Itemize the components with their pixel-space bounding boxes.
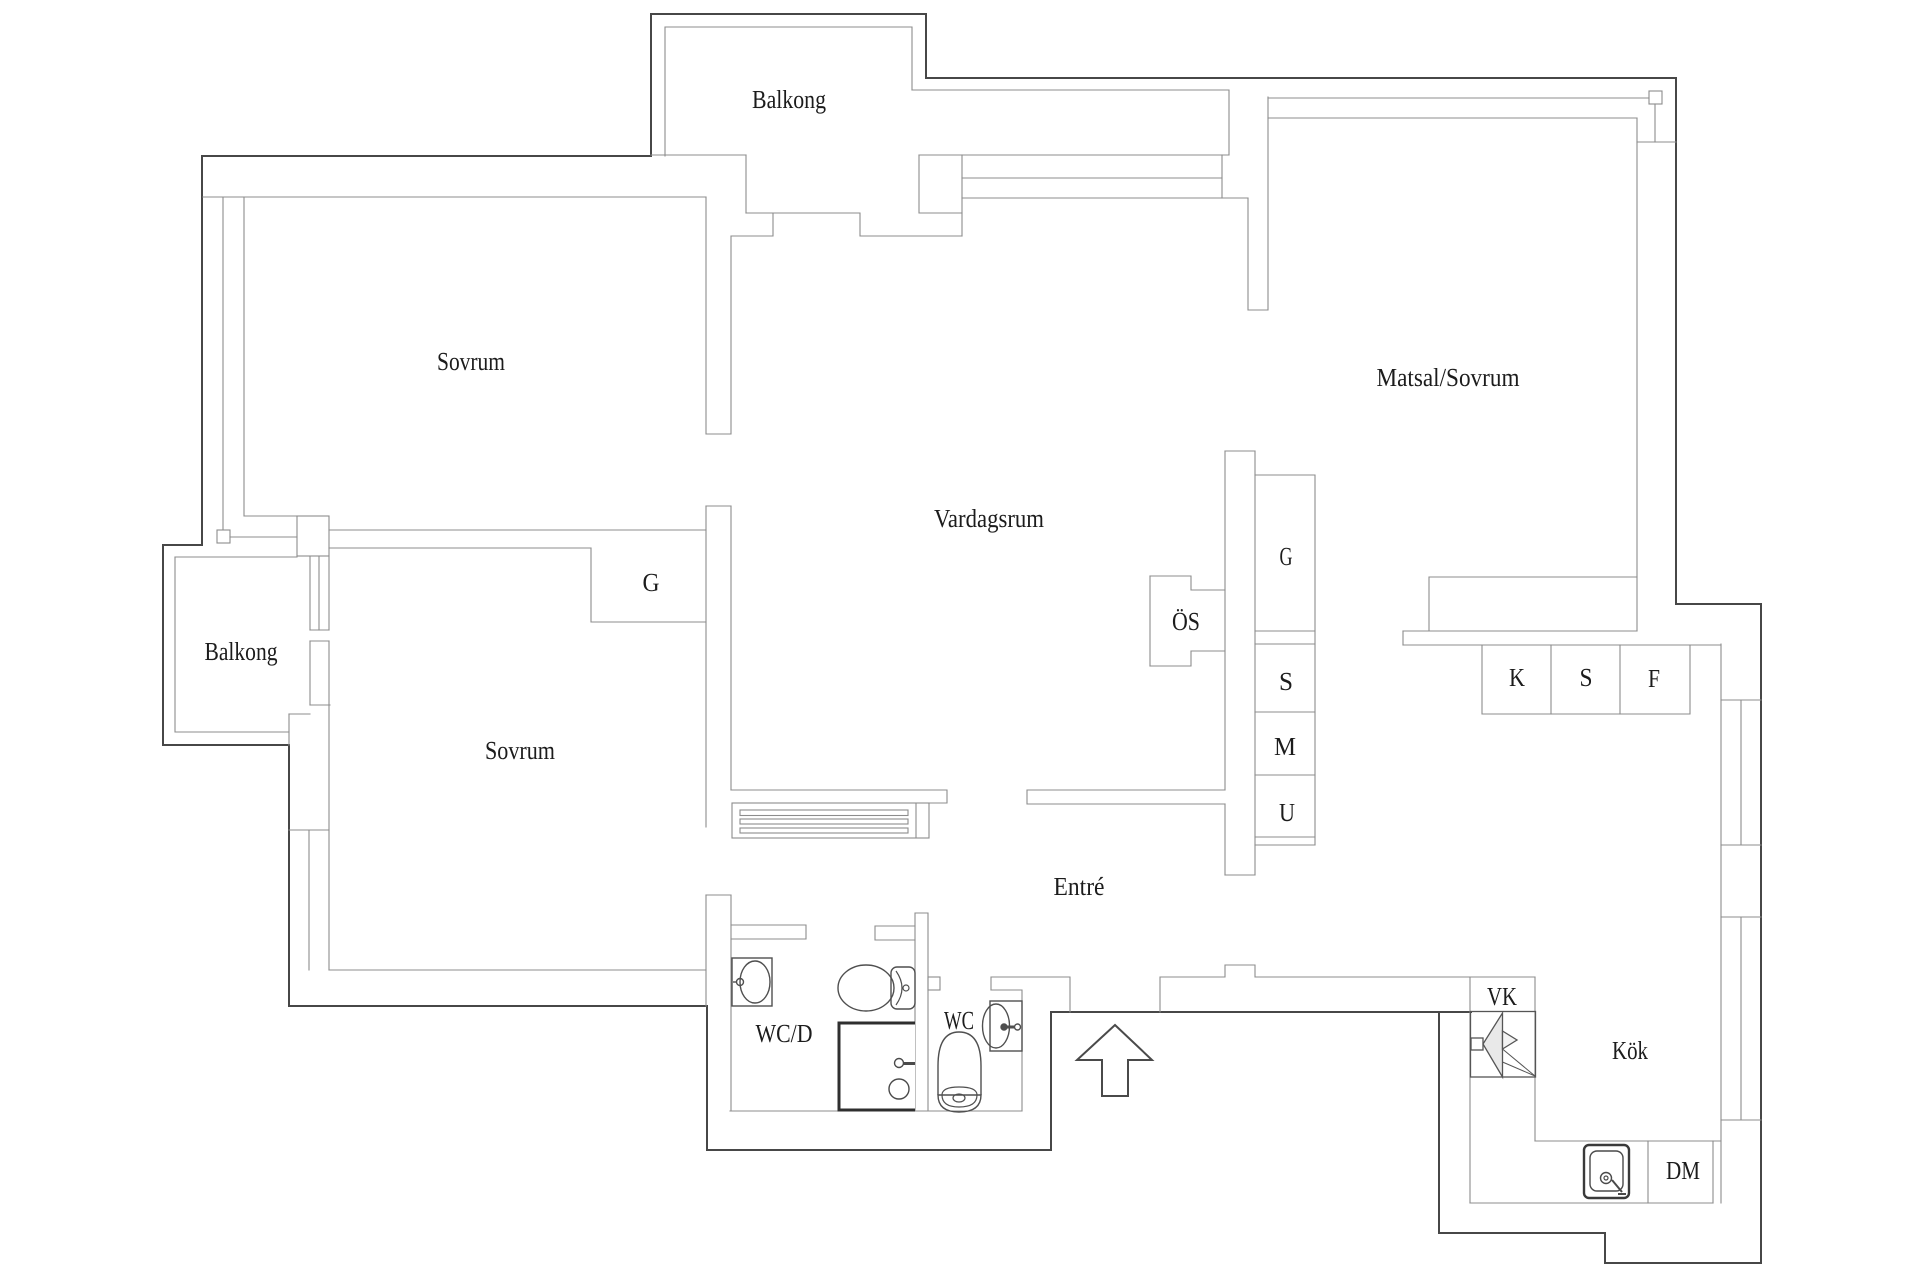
svg-text:VK: VK [1487, 982, 1517, 1011]
svg-text:M: M [1274, 732, 1296, 761]
svg-text:Sovrum: Sovrum [437, 347, 505, 376]
svg-text:S: S [1580, 663, 1593, 692]
svg-text:Entré: Entré [1054, 872, 1105, 901]
svg-text:WC/D: WC/D [756, 1019, 813, 1048]
svg-text:Matsal/Sovrum: Matsal/Sovrum [1377, 363, 1520, 392]
svg-text:G: G [643, 568, 660, 597]
svg-text:ÖS: ÖS [1172, 607, 1200, 636]
svg-text:K: K [1509, 663, 1525, 692]
svg-text:Balkong: Balkong [752, 85, 826, 114]
svg-text:DM: DM [1666, 1156, 1700, 1185]
svg-text:G: G [1280, 542, 1293, 571]
svg-text:F: F [1648, 664, 1660, 693]
svg-text:Vardagsrum: Vardagsrum [934, 504, 1044, 533]
svg-text:U: U [1279, 798, 1295, 827]
svg-text:S: S [1279, 667, 1293, 696]
svg-text:WC: WC [944, 1006, 974, 1035]
svg-text:Kök: Kök [1612, 1036, 1648, 1065]
svg-text:Balkong: Balkong [205, 637, 278, 666]
svg-text:Sovrum: Sovrum [485, 736, 555, 765]
